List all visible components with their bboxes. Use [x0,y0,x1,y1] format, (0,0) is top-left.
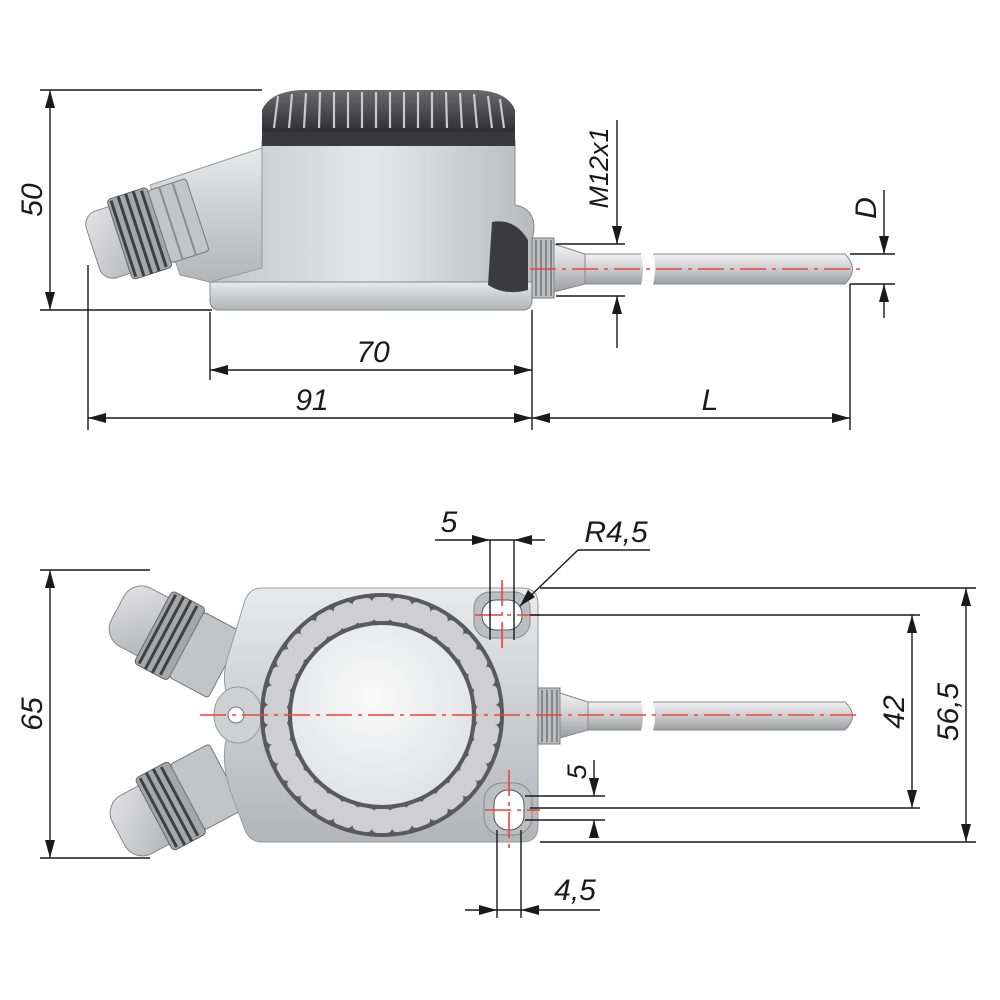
side-base-plate [209,281,533,311]
dim-label-56-5: 56,5 [932,682,965,741]
dim-label-D: D [850,197,883,219]
dim-diameter-D: D [850,190,895,318]
dim-base-70: 70 [209,310,533,430]
dim-label-M12x1: M12x1 [584,127,614,208]
dim-label-R4-5: R4,5 [584,516,648,549]
top-ring-teeth [264,597,500,833]
top-probe-break [640,698,655,734]
side-probe-collar [553,243,586,293]
dim-slot-width-5: 5 [435,506,545,640]
dim-thread-M12x1: M12x1 [556,120,625,348]
dim-label-L: L [702,384,719,417]
top-probe [587,701,853,731]
dim-label-50: 50 [16,183,49,217]
dim-label-91: 91 [295,384,328,417]
dim-radius-R4-5: R4,5 [519,516,650,607]
dim-label-42: 42 [878,695,911,729]
top-lower-gland [109,744,244,857]
dim-base-width-56-5: 56,5 [540,587,976,843]
dim-hole-spacing-42: 42 [530,614,920,809]
side-recess [488,221,528,293]
top-view: 65 5 R4,5 42 [16,506,976,918]
dim-overall-91: 91 [87,265,532,430]
top-slot-lower [483,782,533,836]
side-cable-gland [85,178,210,280]
dim-slot-length-5: 5 [525,760,605,838]
top-upper-gland [108,585,243,698]
dim-label-slot-length: 5 [562,764,592,780]
side-knurled-cap [262,90,515,132]
dim-width-65: 65 [16,569,150,859]
dim-label-65: 65 [16,697,49,731]
side-thread-ribs [535,240,552,296]
top-thread-ribs [541,690,558,742]
side-view: 50 70 91 L [16,89,895,430]
dim-height-50: 50 [16,89,262,311]
dim-slot-offset-4-5: 4,5 [465,830,600,918]
dim-label-slot-width: 5 [441,506,458,539]
dim-probe-L: L [532,284,851,430]
side-cap-band [262,132,515,146]
side-cap-ribs [272,91,506,129]
dim-label-4-5: 4,5 [554,874,596,907]
dim-label-70: 70 [356,336,390,369]
